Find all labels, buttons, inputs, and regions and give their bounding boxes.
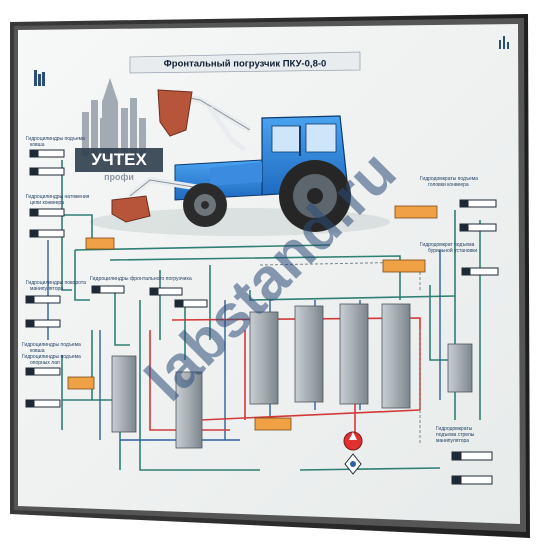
tractor-illustration	[90, 89, 390, 236]
hydraulic-lines-green	[61, 160, 481, 471]
logo-box	[75, 148, 163, 172]
label-right-2b: бурильной установки	[428, 247, 477, 254]
title-bar	[129, 51, 361, 74]
bucket-top	[157, 89, 193, 137]
right-cylinders	[451, 199, 499, 485]
label-left-2a: Гидроцилиндры натяжения	[26, 194, 90, 200]
label-right-3a: Гидродомкраты	[436, 426, 473, 432]
label-center: Гидроцилиндры фронтального погрузчика	[90, 276, 192, 282]
corner-logo-icon	[34, 70, 45, 86]
label-left-5a: Гидроцилиндры подъема	[22, 354, 81, 360]
label-right-1b: головки конвеера	[428, 182, 469, 188]
label-left-1a: Гидроцилиндры подъема	[26, 136, 85, 142]
label-right-3c: манипулятора	[436, 438, 469, 444]
label-left-2b: цепи конвеера	[30, 200, 64, 206]
orange-valves	[67, 205, 438, 431]
filter-icon	[344, 453, 362, 475]
logo-sub: профи	[104, 172, 134, 182]
corner-bars-icon	[499, 36, 509, 49]
control-valves	[111, 303, 473, 449]
label-left-1b: ковша	[30, 142, 45, 148]
panel-title: Фронтальный погрузчик ПКУ-0,8-0	[164, 59, 327, 70]
label-left-3b: манипулятора	[30, 286, 63, 292]
label-right-3b: подъема стрелы	[436, 432, 475, 438]
label-left-4b: ковша	[30, 348, 45, 354]
pump-icon	[343, 431, 363, 451]
logo-skyline-icon	[82, 78, 146, 156]
center-cylinders	[91, 285, 208, 308]
left-cylinders	[25, 149, 65, 408]
label-right-1a: Гидродомкраты подъема	[420, 176, 478, 182]
logo-name: УЧТЕХ	[91, 150, 147, 169]
bucket-bottom	[111, 195, 151, 223]
label-left-5b: опорных лап	[30, 360, 60, 366]
label-right-2a: Гидродомкрат подъема	[420, 242, 475, 248]
label-left-3a: Гидроцилиндры поворота	[26, 280, 86, 286]
label-left-4a: Гидроцилиндры подъема	[22, 342, 81, 348]
